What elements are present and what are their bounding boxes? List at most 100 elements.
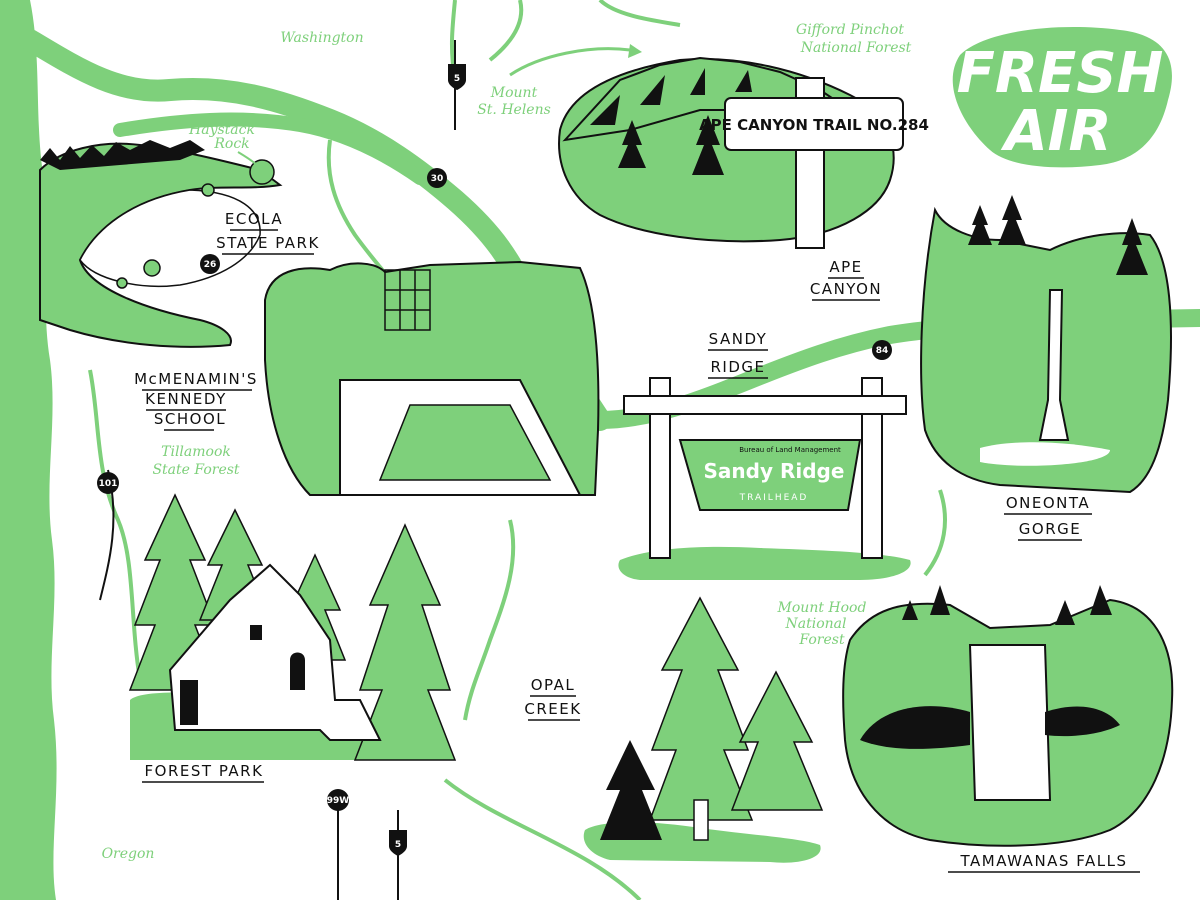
- label-haystack-line-2: Rock: [213, 136, 249, 152]
- label-ecola-line-2: STATE PARK: [216, 234, 320, 252]
- title-badge: FRESH AIR: [952, 27, 1172, 168]
- label-haystack-line-1: Haystack: [188, 122, 255, 138]
- label-tamawanas: TAMAWANAS FALLS: [948, 852, 1140, 873]
- title-blob: [952, 27, 1172, 168]
- label-st-helens-line-1: Mount: [490, 85, 538, 101]
- label-washington: Washington: [280, 30, 363, 46]
- sandy-ridge-ground: [618, 546, 911, 580]
- shield-101: 101: [97, 472, 119, 494]
- label-opal-creek-line-2: CREEK: [524, 700, 581, 718]
- kennedy-pool-water: [378, 404, 552, 481]
- opal-creek-tree-right: [730, 670, 824, 811]
- label-ape-canyon: APE CANYON: [810, 258, 881, 301]
- creek-center: [463, 519, 516, 721]
- label-opal-creek: OPAL CREEK: [524, 676, 581, 721]
- route-shield-icon: [97, 472, 119, 494]
- route-shields: 5 30 26 101 84 99W 5: [97, 64, 892, 856]
- oneonta-tree-1: [998, 195, 1026, 245]
- arrow-head: [628, 44, 642, 58]
- mountain-ridges: [590, 68, 752, 125]
- opal-creek-tree-left: [600, 740, 662, 840]
- sandy-ridge-agency: Bureau of Land Management: [739, 446, 841, 454]
- oneonta-tree-2: [1116, 218, 1148, 275]
- forest-park-tree-3: [353, 523, 457, 761]
- label-gifford-line-2: National Forest: [800, 40, 912, 56]
- sea-stack-1: [201, 183, 215, 197]
- sandy-ridge-name: Sandy Ridge: [704, 459, 845, 483]
- shield-84: 84: [872, 340, 892, 360]
- label-opal-creek-line-1: OPAL: [531, 676, 576, 694]
- haystack-rock: [249, 159, 275, 185]
- ape-canyon-illustration: APE CANYON TRAIL NO.284: [558, 56, 929, 249]
- stone-house-arch: [180, 625, 305, 725]
- shield-i5-south-label: 5: [395, 840, 401, 850]
- label-forest-park-text: FOREST PARK: [145, 762, 264, 780]
- sea-stack-2: [143, 259, 161, 277]
- forest-park-illustration: [128, 493, 457, 761]
- sandy-ridge-crossbar: [623, 395, 907, 415]
- shield-26: 26: [200, 254, 220, 274]
- willamette-south: [443, 778, 642, 900]
- shield-i5-north-label: 5: [454, 74, 460, 84]
- shield-i5-north: 5: [448, 64, 466, 90]
- route-shield-icon: [427, 168, 447, 188]
- kennedy-window: [384, 269, 431, 331]
- label-mount-hood-line-1: Mount Hood: [777, 600, 867, 616]
- ape-canyon-sign-board: [724, 97, 904, 151]
- label-tamawanas-text: TAMAWANAS FALLS: [960, 852, 1128, 870]
- ape-canyon-tree-2: [692, 115, 724, 175]
- label-mcmenamins-line-3: SCHOOL: [154, 410, 226, 428]
- sandy-ridge-panel: [678, 439, 862, 511]
- shield-30-label: 30: [431, 174, 444, 184]
- sandy-ridge-post-right: [861, 377, 883, 559]
- route-shield-icon: [327, 789, 349, 811]
- creek-east: [923, 489, 947, 577]
- ecola-hills: [40, 140, 205, 170]
- sandy-ridge-illustration: Bureau of Land Management Sandy Ridge TR…: [618, 377, 911, 580]
- tamawanas-falls: [968, 644, 1052, 801]
- sandy-ridge-post-left: [649, 377, 671, 559]
- label-mcmenamins: McMENAMIN'S KENNEDY SCHOOL: [134, 370, 258, 431]
- opal-creek-trunk: [693, 799, 709, 841]
- columbia-river-lower: [113, 112, 427, 185]
- title-line-1: FRESH: [957, 41, 1164, 106]
- label-mount-hood-line-2: National: [785, 616, 847, 632]
- label-gifford-line-1: Gifford Pinchot: [796, 22, 904, 38]
- opal-creek-tree-big: [648, 596, 754, 821]
- shield-99w: 99W: [327, 789, 350, 811]
- label-sandy-ridge-line-1: SANDY: [709, 330, 768, 348]
- title-line-2: AIR: [1000, 99, 1111, 164]
- sea-stack-3: [116, 277, 128, 289]
- label-oneonta-line-2: GORGE: [1019, 520, 1081, 538]
- shield-101-label: 101: [99, 479, 118, 489]
- label-tillamook-line-2: State Forest: [152, 462, 239, 478]
- oneonta-blob: [920, 206, 1172, 494]
- label-mount-hood-line-3: Forest: [798, 632, 845, 648]
- stone-house: [168, 563, 382, 741]
- tamawanas-trees: [902, 585, 1112, 625]
- label-forest-park: FOREST PARK: [142, 762, 264, 783]
- label-mcmenamins-line-1: McMENAMIN'S: [134, 370, 258, 388]
- interstate-shield-icon: [448, 64, 466, 90]
- label-mcmenamins-line-2: KENNEDY: [145, 390, 227, 408]
- sandy-ridge-trailhead: TRAILHEAD: [739, 493, 809, 503]
- shield-99w-label: 99W: [327, 796, 350, 806]
- kennedy-school-illustration: [264, 260, 600, 496]
- label-sandy-ridge: SANDY RIDGE: [708, 330, 768, 379]
- shield-i5-south: 5: [389, 830, 407, 856]
- tamawanas-illustration: [842, 585, 1174, 847]
- tamawanas-cave-right: [1045, 706, 1120, 737]
- label-oneonta: ONEONTA GORGE: [1004, 494, 1092, 541]
- place-labels: ECOLA STATE PARK McMENAMIN'S KENNEDY SCH…: [134, 210, 1140, 873]
- label-ecola: ECOLA STATE PARK: [216, 210, 320, 255]
- shield-26-label: 26: [204, 260, 217, 270]
- creek-north-2: [488, 0, 524, 62]
- interstate-shield-icon: [389, 830, 407, 856]
- oneonta-illustration: [920, 195, 1172, 494]
- pacific-coast: [0, 0, 57, 900]
- tamawanas-cave-left: [860, 706, 970, 749]
- label-ape-canyon-line-1: APE: [829, 258, 862, 276]
- oneonta-falls: [1038, 289, 1070, 441]
- creek-ne: [598, 0, 681, 27]
